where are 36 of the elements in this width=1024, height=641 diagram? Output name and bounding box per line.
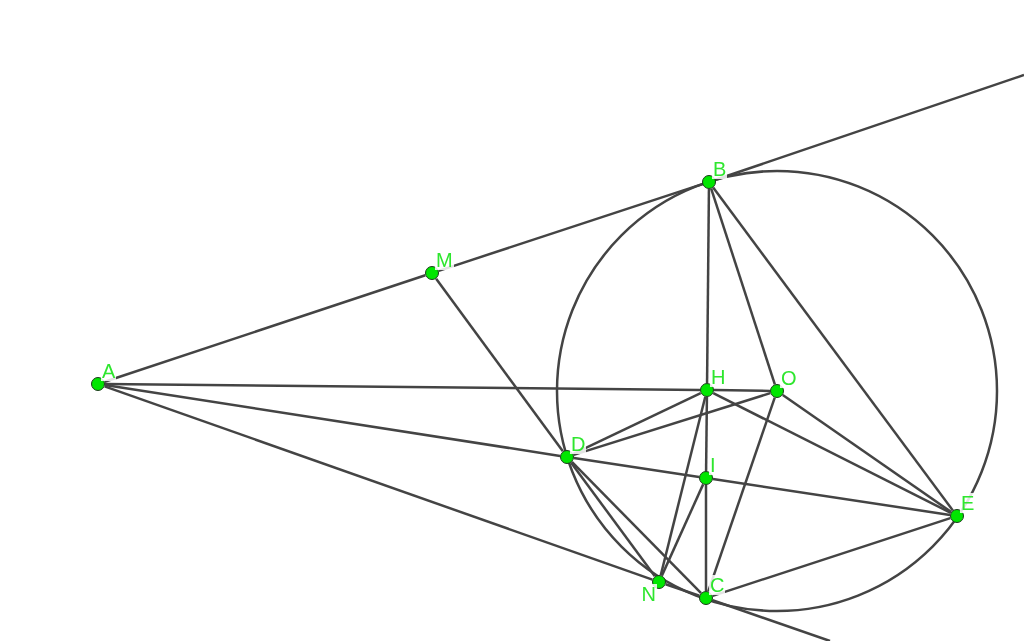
- line-segment: [710, 188, 776, 385]
- line-segment: [715, 73, 1024, 181]
- line-segment: [571, 461, 702, 594]
- point-label: B: [712, 159, 728, 179]
- point-label: O: [780, 368, 798, 388]
- line-segment: [660, 483, 705, 577]
- line-segment: [104, 274, 426, 383]
- point-label: E: [960, 493, 976, 513]
- point-label: A: [101, 361, 117, 381]
- line-segment: [707, 397, 776, 592]
- line-segment: [712, 392, 952, 514]
- point-label: N: [640, 584, 657, 604]
- line-segment: [712, 477, 951, 517]
- line-segment: [782, 393, 952, 514]
- line-segment: [104, 383, 561, 458]
- line-segment: [659, 396, 707, 576]
- point-label: I: [709, 455, 717, 475]
- line-segment: [573, 456, 700, 479]
- line-segment: [712, 599, 831, 641]
- line-segment: [704, 485, 708, 591]
- point-label: C: [709, 575, 726, 595]
- line-segment: [704, 397, 709, 471]
- line-segment: [705, 189, 711, 383]
- line-segment: [714, 388, 770, 393]
- line-segment: [712, 186, 954, 512]
- point-label: D: [570, 434, 587, 454]
- line-segment: [104, 385, 653, 581]
- line-segment: [712, 517, 951, 597]
- line-segment: [105, 382, 700, 392]
- line-segment: [570, 461, 656, 578]
- line-segment: [573, 391, 771, 457]
- line-segment: [438, 183, 703, 272]
- point-label: H: [710, 367, 727, 387]
- line-segment: [665, 583, 700, 597]
- line-segment: [435, 277, 564, 453]
- point-label: M: [435, 250, 454, 270]
